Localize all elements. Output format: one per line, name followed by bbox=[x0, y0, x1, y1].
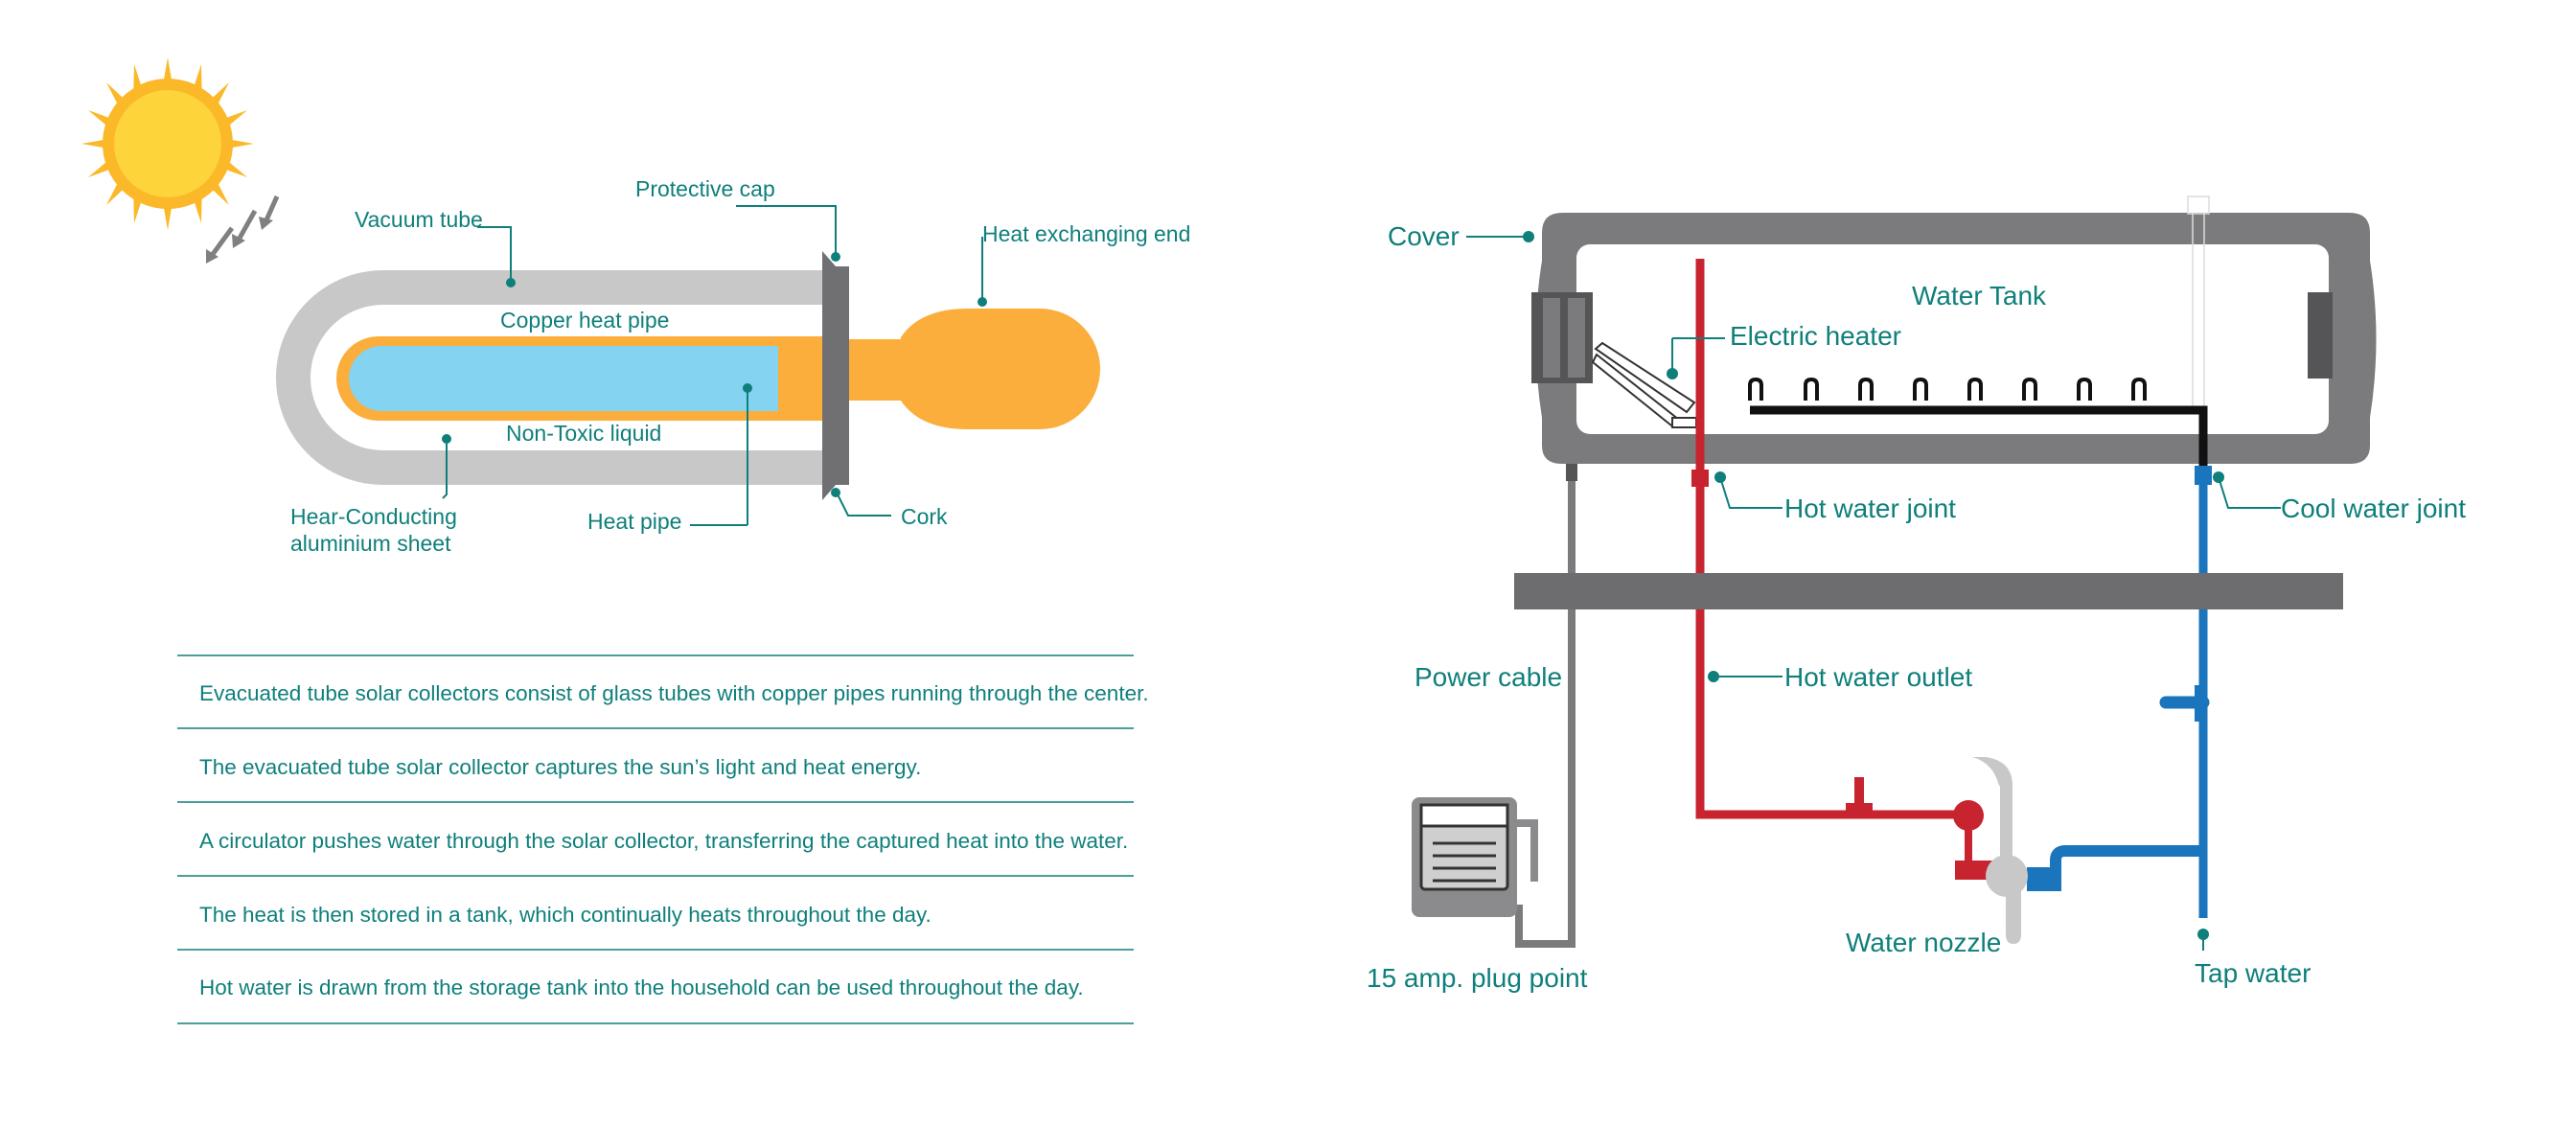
heat-exchanging-end bbox=[901, 309, 1100, 429]
electric-heater-label: Electric heater bbox=[1730, 321, 1901, 351]
plug-point-icon bbox=[1412, 797, 1538, 917]
water-nozzle-label: Water nozzle bbox=[1846, 928, 2001, 957]
sun-icon bbox=[81, 57, 254, 230]
step-text: A circulator pushes water through the so… bbox=[199, 829, 1128, 853]
cold-distribution-pipe bbox=[1750, 405, 2208, 470]
heater-element bbox=[1594, 341, 1696, 414]
tank-support bbox=[1514, 573, 2343, 609]
water-nozzle-icon bbox=[2006, 882, 2021, 944]
hot-water-joint-label: Hot water joint bbox=[1784, 494, 1956, 523]
cool-water-joint-label: Cool water joint bbox=[2281, 494, 2466, 523]
heat-conducting-sheet-label-line1: Hear-Conducting bbox=[290, 504, 457, 529]
vacuum-tube-glass bbox=[276, 270, 822, 485]
non-toxic-liquid-label: Non-Toxic liquid bbox=[506, 421, 661, 446]
copper-heat-pipe-label: Copper heat pipe bbox=[500, 308, 669, 333]
step-text: The heat is then stored in a tank, which… bbox=[199, 903, 932, 927]
vacuum-tube-label: Vacuum tube bbox=[355, 207, 483, 232]
step-text: The evacuated tube solar collector captu… bbox=[199, 755, 921, 779]
non-toxic-liquid bbox=[349, 346, 786, 411]
step-text: Evacuated tube solar collectors consist … bbox=[199, 681, 1149, 705]
steps-list: Evacuated tube solar collectors consist … bbox=[177, 654, 1149, 1024]
heat-pipe-label: Heat pipe bbox=[587, 509, 681, 534]
heat-exchanging-end-label: Heat exchanging end bbox=[982, 221, 1190, 246]
power-cable-label: Power cable bbox=[1414, 662, 1562, 692]
heat-conducting-sheet-label-line2: aluminium sheet bbox=[290, 531, 451, 556]
cover-label: Cover bbox=[1388, 221, 1460, 251]
water-tank-label: Water Tank bbox=[1912, 281, 2047, 310]
plug-point-label: 15 amp. plug point bbox=[1367, 963, 1588, 993]
protective-cap bbox=[822, 251, 836, 266]
hot-water-outlet-label: Hot water outlet bbox=[1784, 662, 1972, 692]
evacuated-tube-illustration bbox=[276, 251, 1100, 500]
water-tank-illustration bbox=[1412, 195, 2377, 948]
sun-ray-arrows-icon bbox=[206, 195, 280, 264]
water-tank-inner bbox=[1576, 244, 2329, 434]
protective-cap-label: Protective cap bbox=[635, 176, 775, 201]
step-text: Hot water is drawn from the storage tank… bbox=[199, 976, 1084, 999]
cork bbox=[822, 266, 849, 485]
tap-water-label: Tap water bbox=[2195, 958, 2311, 988]
hot-water-pipe bbox=[1695, 259, 1968, 819]
cork-label: Cork bbox=[901, 504, 948, 529]
